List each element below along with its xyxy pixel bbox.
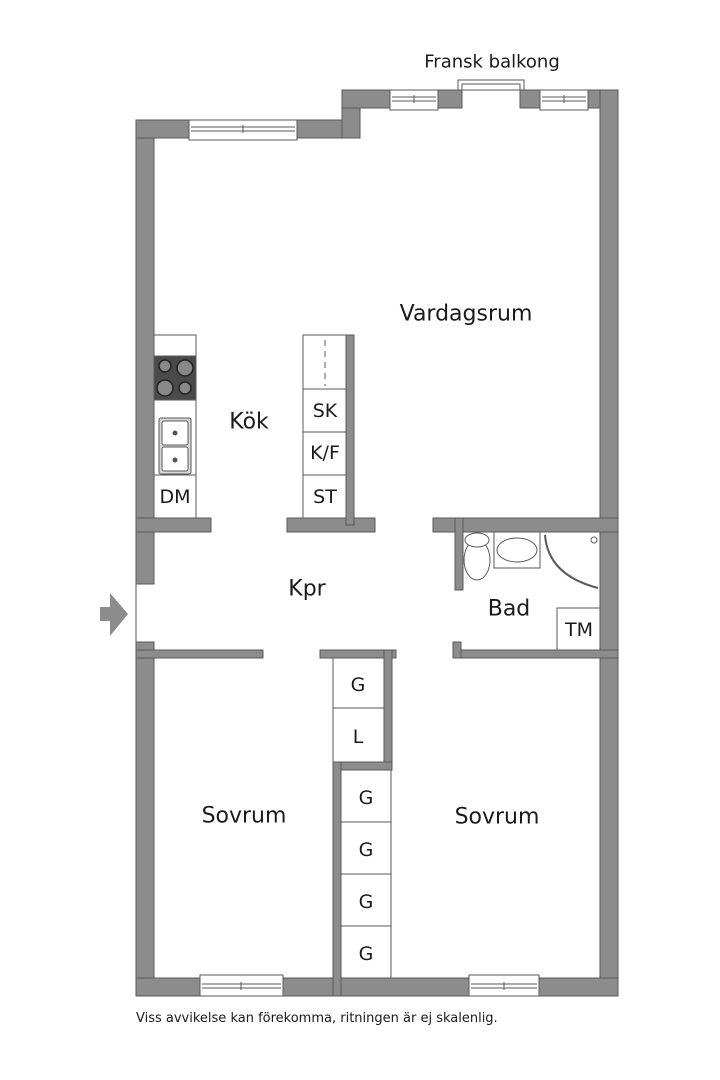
room-label-bathroom: Bad xyxy=(487,596,531,622)
closet-label: L xyxy=(352,726,364,748)
closet-stack-upper xyxy=(332,657,385,763)
closet-label: G xyxy=(358,839,374,861)
fixture-fridge-freezer: K/F xyxy=(310,442,340,464)
wall-left-bottom xyxy=(135,641,155,997)
fixture-tall-cabinet: ST xyxy=(313,486,337,508)
entrance-arrow-icon xyxy=(100,593,128,636)
room-label-bedroom-right: Sovrum xyxy=(454,804,540,830)
wall-right xyxy=(599,89,619,997)
washing-machine xyxy=(556,607,601,651)
shower-icon xyxy=(544,534,599,589)
wall-left-top xyxy=(135,119,155,585)
room-label-kitchen: Kök xyxy=(229,409,269,435)
room-label-hallway: Kpr xyxy=(288,576,326,602)
fixture-dishwasher: DM xyxy=(159,486,191,508)
balcony-label: Fransk balkong xyxy=(424,51,560,73)
fixture-pantry: SK xyxy=(312,400,338,422)
fixture-washing-machine: TM xyxy=(565,619,593,641)
closet-label: G xyxy=(350,674,366,696)
room-label-living: Vardagsrum xyxy=(399,301,533,327)
closet-label: G xyxy=(358,891,374,913)
closet-label: G xyxy=(358,943,374,965)
room-label-bedroom-left: Sovrum xyxy=(201,803,287,829)
disclaimer: Viss avvikelse kan förekomma, ritningen … xyxy=(136,1011,498,1026)
closet-label: G xyxy=(358,787,374,809)
